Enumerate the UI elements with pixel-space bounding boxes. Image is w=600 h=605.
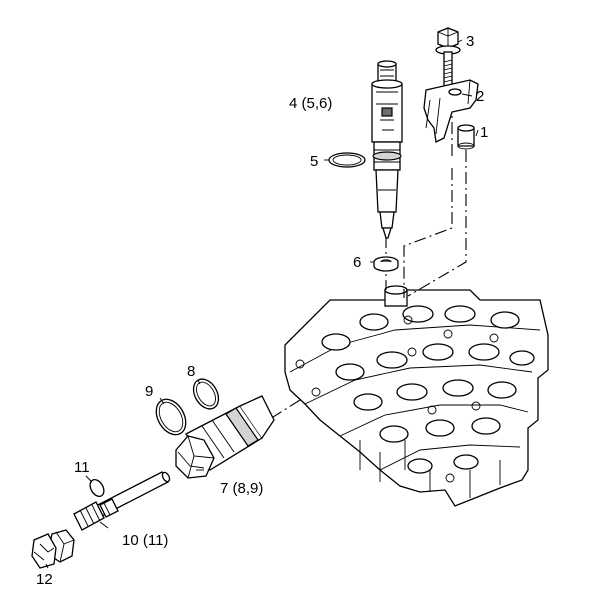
- callout-8: 8: [187, 363, 195, 380]
- o-ring-11: [89, 478, 105, 498]
- o-ring-8: [192, 378, 220, 410]
- callout-labels: 1 2 3 4 (5,6) 5 6 7 (8,9) 8 9 10 (11) 11…: [36, 33, 488, 588]
- callout-5: 5: [310, 153, 318, 170]
- callout-1: 1: [480, 124, 488, 141]
- callout-2: 2: [476, 88, 484, 105]
- callout-12: 12: [36, 571, 53, 588]
- leader-lines: [45, 39, 479, 569]
- callout-3: 3: [466, 33, 474, 50]
- callout-9: 9: [145, 383, 153, 400]
- seal-washer-6: [373, 256, 399, 272]
- pipe-10: [73, 471, 171, 531]
- bolt-3: [435, 27, 461, 97]
- clamp-2: [423, 79, 479, 143]
- o-ring-9: [155, 398, 187, 436]
- cylinder-head: [284, 285, 549, 507]
- callout-11: 11: [74, 459, 90, 476]
- callout-10: 10 (11): [122, 532, 168, 549]
- o-ring-5: [328, 152, 366, 168]
- injector-4: [371, 60, 403, 239]
- callout-4: 4 (5,6): [289, 95, 332, 112]
- assembly-center-lines: [175, 100, 467, 467]
- nut-12: [31, 529, 75, 569]
- callout-7: 7 (8,9): [220, 480, 263, 497]
- connector-7: [175, 395, 275, 479]
- callout-6: 6: [353, 254, 361, 271]
- washer-1: [457, 124, 475, 150]
